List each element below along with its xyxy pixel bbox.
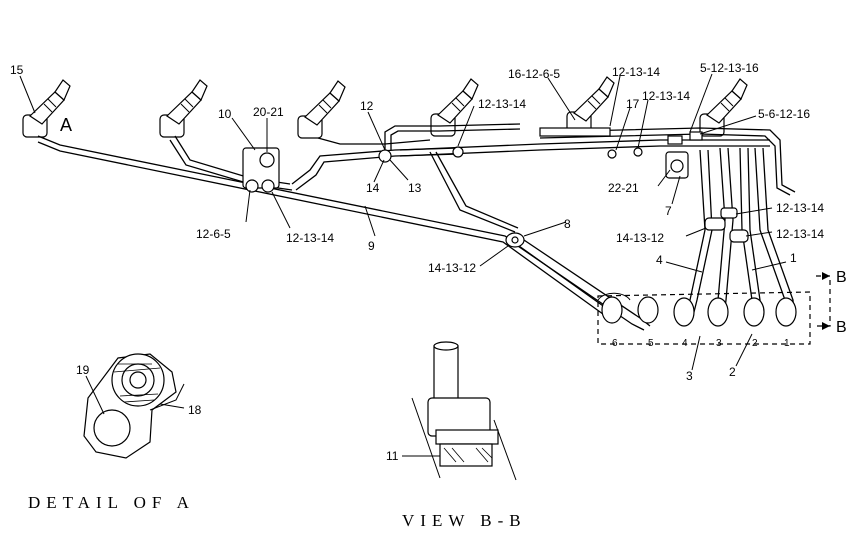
label-15: 15 <box>10 63 24 77</box>
callout-labels: 15 A 10 20-21 12 12-13-14 16-12-6-5 12-1… <box>10 61 847 463</box>
label-12-13-14-e: 12-13-14 <box>776 201 824 215</box>
label-20-21: 20-21 <box>253 105 284 119</box>
label-14-13-12-a: 14-13-12 <box>428 261 476 275</box>
nozzle-3 <box>297 80 346 139</box>
outlet-number-1: 1 <box>784 338 790 349</box>
label-3: 3 <box>686 369 693 383</box>
outlet-number-6: 6 <box>612 338 618 349</box>
label-b-bottom: B <box>836 319 847 336</box>
nozzle-4 <box>430 78 479 137</box>
nozzle-15 <box>22 79 71 138</box>
section-marker-b <box>816 272 831 330</box>
label-16-12-6-5: 16-12-6-5 <box>508 67 560 81</box>
label-14-13-12-b: 14-13-12 <box>616 231 664 245</box>
label-10: 10 <box>218 107 232 121</box>
label-b-top: B <box>836 269 847 286</box>
label-12-13-14-a: 12-13-14 <box>478 97 526 111</box>
label-a: A <box>60 115 72 135</box>
view-bb-drawing <box>402 341 517 481</box>
captions: DETAIL OF A VIEW B-B <box>28 493 527 530</box>
label-12-13-14-b: 12-13-14 <box>612 65 660 79</box>
clamp-13 <box>378 146 464 163</box>
clamp-22-21 <box>665 151 689 179</box>
caption-view-b-b: VIEW B-B <box>402 511 527 530</box>
pump-outlet-numbers: 6 5 4 3 2 1 <box>612 338 790 349</box>
outlet-number-2: 2 <box>752 338 758 349</box>
nozzle-2 <box>159 79 208 138</box>
label-17: 17 <box>626 97 640 111</box>
label-14: 14 <box>366 181 380 195</box>
label-12-13-14-d: 12-13-14 <box>286 231 334 245</box>
label-22-21: 22-21 <box>608 181 639 195</box>
outlet-number-3: 3 <box>716 338 722 349</box>
label-18: 18 <box>188 403 202 417</box>
clamp-14-13-12b <box>704 207 749 243</box>
outlet-number-5: 5 <box>648 338 654 349</box>
label-12: 12 <box>360 99 374 113</box>
label-12-13-14-f: 12-13-14 <box>776 227 824 241</box>
fitting-top <box>607 131 703 159</box>
label-11: 11 <box>386 449 399 463</box>
label-1: 1 <box>790 251 797 265</box>
label-7: 7 <box>665 204 672 218</box>
label-12-13-14-c: 12-13-14 <box>642 89 690 103</box>
label-5-12-13-16: 5-12-13-16 <box>700 61 759 75</box>
nozzle-5 <box>566 76 615 135</box>
nozzle-6 <box>699 78 748 137</box>
leader-lines <box>19 73 787 371</box>
clamp-10 <box>242 147 280 193</box>
pump-outlet-block <box>597 291 811 345</box>
fuel-lines <box>37 123 796 331</box>
label-13: 13 <box>408 181 422 195</box>
label-9: 9 <box>368 239 375 253</box>
outlet-number-4: 4 <box>682 338 688 349</box>
label-8: 8 <box>564 217 571 231</box>
caption-detail-of-a: DETAIL OF A <box>28 493 195 512</box>
label-12-6-5: 12-6-5 <box>196 227 231 241</box>
label-2: 2 <box>729 365 736 379</box>
detail-a-drawing <box>83 353 185 459</box>
label-4: 4 <box>656 253 663 267</box>
label-5-6-12-16: 5-6-12-16 <box>758 107 810 121</box>
clamp-14-13-12a <box>505 232 525 248</box>
label-19: 19 <box>76 363 90 377</box>
